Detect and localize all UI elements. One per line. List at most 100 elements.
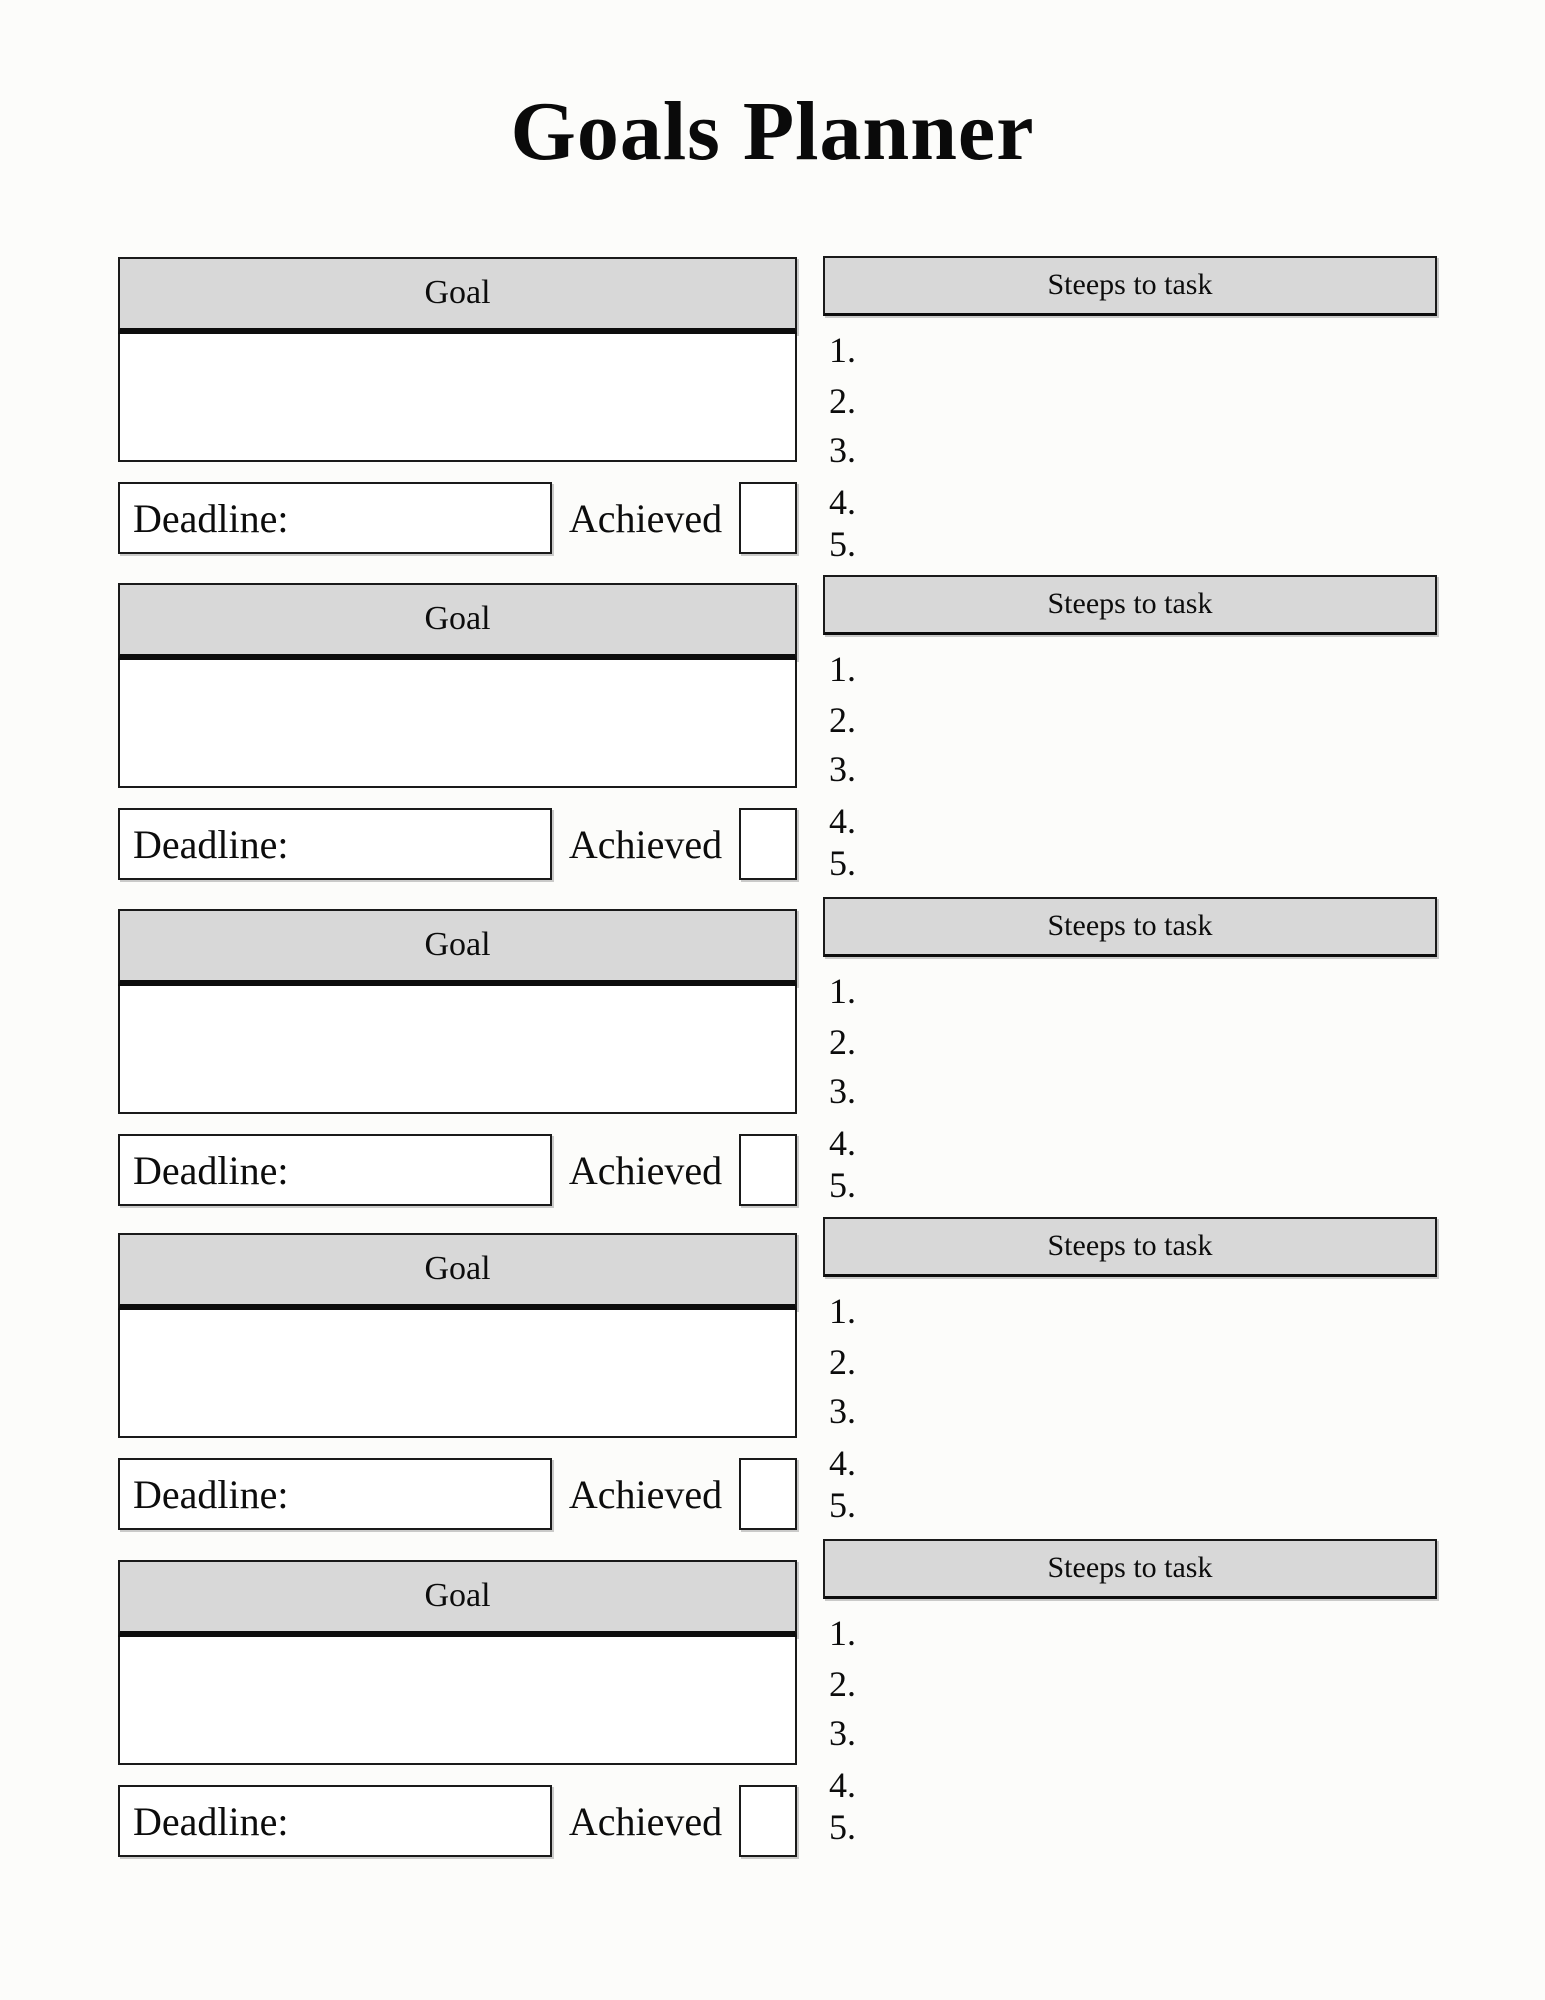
step-number: 3. (829, 1391, 856, 1431)
deadline-label: Deadline: (133, 495, 289, 541)
steps-header: Steeps to task (823, 575, 1437, 635)
achieved-checkbox[interactable] (739, 1134, 797, 1206)
step-row: 5. (829, 1807, 1437, 1847)
step-number: 4. (829, 1443, 856, 1483)
step-number: 1. (829, 330, 856, 370)
steps-header: Steeps to task (823, 1539, 1437, 1599)
achieved-checkbox[interactable] (739, 482, 797, 554)
step-row: 4. (829, 1123, 1437, 1163)
goal-header: Goal (118, 1233, 797, 1310)
step-number: 3. (829, 749, 856, 789)
step-number: 2. (829, 381, 856, 421)
steps-section-3: Steeps to task 1. 2. 3. 4. 5. (823, 897, 1437, 1205)
steps-list: 1. 2. 3. 4. 5. (823, 330, 1437, 564)
step-row: 2. (829, 381, 1437, 421)
achieved-label: Achieved (568, 821, 723, 867)
deadline-field[interactable]: Deadline: (118, 1785, 552, 1857)
achieved-checkbox[interactable] (739, 808, 797, 880)
step-row: 2. (829, 1022, 1437, 1062)
step-row: 5. (829, 1165, 1437, 1205)
step-row: 2. (829, 700, 1437, 740)
steps-list: 1. 2. 3. 4. 5. (823, 1613, 1437, 1847)
steps-list: 1. 2. 3. 4. 5. (823, 649, 1437, 883)
steps-list: 1. 2. 3. 4. 5. (823, 971, 1437, 1205)
achieved-label: Achieved (568, 1147, 723, 1193)
deadline-field[interactable]: Deadline: (118, 1134, 552, 1206)
goal-input-box[interactable] (118, 660, 797, 788)
deadline-field[interactable]: Deadline: (118, 1458, 552, 1530)
step-row: 4. (829, 482, 1437, 522)
goal-header: Goal (118, 583, 797, 660)
step-row: 3. (829, 1391, 1437, 1431)
deadline-row: Deadline: Achieved (118, 1458, 797, 1530)
step-row: 5. (829, 1485, 1437, 1525)
step-number: 5. (829, 1165, 856, 1205)
step-row: 4. (829, 1765, 1437, 1805)
step-row: 3. (829, 430, 1437, 470)
deadline-field[interactable]: Deadline: (118, 482, 552, 554)
deadline-row: Deadline: Achieved (118, 1134, 797, 1206)
steps-list: 1. 2. 3. 4. 5. (823, 1291, 1437, 1525)
step-row: 5. (829, 843, 1437, 883)
deadline-label: Deadline: (133, 1798, 289, 1844)
goal-section-3: Goal Deadline: Achieved (118, 909, 797, 1206)
step-row: 1. (829, 649, 1437, 689)
step-number: 1. (829, 1613, 856, 1653)
steps-section-1: Steeps to task 1. 2. 3. 4. 5. (823, 256, 1437, 564)
deadline-label: Deadline: (133, 1147, 289, 1193)
step-row: 3. (829, 1713, 1437, 1753)
step-row: 1. (829, 330, 1437, 370)
step-row: 5. (829, 524, 1437, 564)
step-number: 5. (829, 843, 856, 883)
step-number: 1. (829, 1291, 856, 1331)
step-row: 4. (829, 801, 1437, 841)
steps-header: Steeps to task (823, 1217, 1437, 1277)
step-number: 4. (829, 482, 856, 522)
step-number: 5. (829, 1807, 856, 1847)
steps-section-4: Steeps to task 1. 2. 3. 4. 5. (823, 1217, 1437, 1525)
step-row: 3. (829, 749, 1437, 789)
step-number: 4. (829, 801, 856, 841)
step-row: 2. (829, 1664, 1437, 1704)
goal-section-2: Goal Deadline: Achieved (118, 583, 797, 880)
step-row: 1. (829, 1291, 1437, 1331)
step-number: 2. (829, 1342, 856, 1382)
achieved-label: Achieved (568, 1471, 723, 1517)
step-number: 2. (829, 700, 856, 740)
goal-header: Goal (118, 1560, 797, 1637)
goal-input-box[interactable] (118, 334, 797, 462)
steps-section-2: Steeps to task 1. 2. 3. 4. 5. (823, 575, 1437, 883)
achieved-checkbox[interactable] (739, 1785, 797, 1857)
goal-section-4: Goal Deadline: Achieved (118, 1233, 797, 1530)
deadline-row: Deadline: Achieved (118, 482, 797, 554)
achieved-label: Achieved (568, 1798, 723, 1844)
step-number: 2. (829, 1664, 856, 1704)
step-number: 3. (829, 1071, 856, 1111)
goal-input-box[interactable] (118, 1310, 797, 1438)
goal-header: Goal (118, 257, 797, 334)
steps-header: Steeps to task (823, 256, 1437, 316)
steps-section-5: Steeps to task 1. 2. 3. 4. 5. (823, 1539, 1437, 1847)
step-number: 1. (829, 649, 856, 689)
goal-header: Goal (118, 909, 797, 986)
step-number: 4. (829, 1765, 856, 1805)
steps-header: Steeps to task (823, 897, 1437, 957)
step-number: 2. (829, 1022, 856, 1062)
goal-input-box[interactable] (118, 1637, 797, 1765)
goal-input-box[interactable] (118, 986, 797, 1114)
goal-section-1: Goal Deadline: Achieved (118, 257, 797, 554)
step-row: 1. (829, 971, 1437, 1011)
page-title: Goals Planner (510, 85, 1035, 178)
deadline-field[interactable]: Deadline: (118, 808, 552, 880)
step-row: 2. (829, 1342, 1437, 1382)
step-row: 3. (829, 1071, 1437, 1111)
deadline-row: Deadline: Achieved (118, 1785, 797, 1857)
deadline-row: Deadline: Achieved (118, 808, 797, 880)
step-number: 3. (829, 430, 856, 470)
step-number: 5. (829, 524, 856, 564)
deadline-label: Deadline: (133, 1471, 289, 1517)
step-number: 3. (829, 1713, 856, 1753)
achieved-checkbox[interactable] (739, 1458, 797, 1530)
step-number: 5. (829, 1485, 856, 1525)
